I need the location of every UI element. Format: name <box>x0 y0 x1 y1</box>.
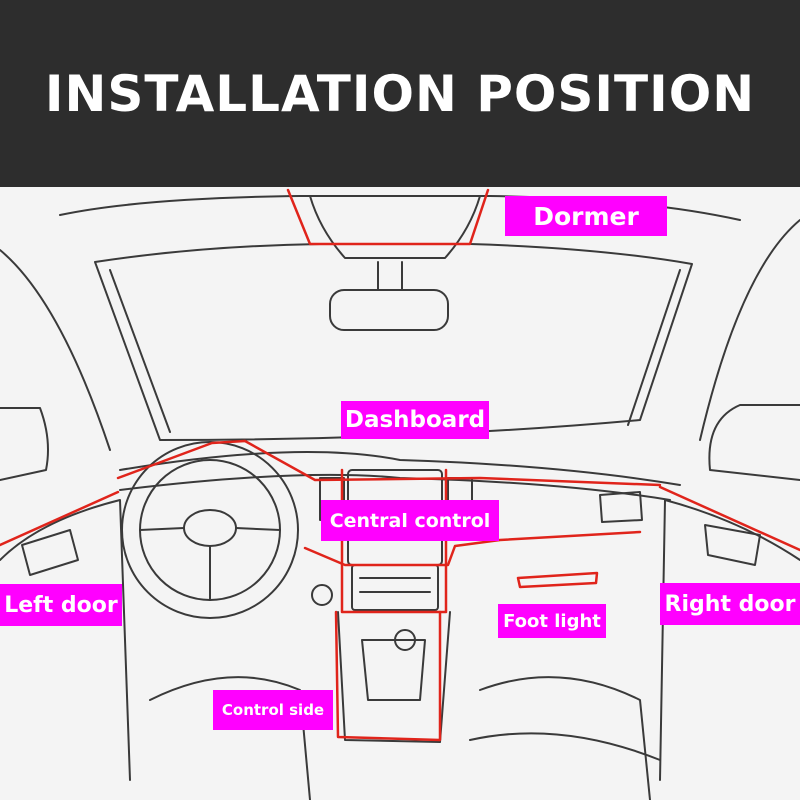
start-button <box>311 584 333 606</box>
left-a-pillar <box>109 269 171 433</box>
left-door-panel <box>0 499 131 781</box>
dashboard-top <box>119 451 681 486</box>
rear-view-mirror <box>329 289 449 331</box>
overhead-console <box>309 195 481 259</box>
left-window-frame <box>0 249 111 451</box>
label-central-control: Central control <box>321 500 499 541</box>
driver-seat <box>149 676 311 800</box>
title-banner: INSTALLATION POSITION <box>0 0 800 187</box>
right-a-pillar <box>627 269 681 426</box>
center-console <box>337 611 451 743</box>
ambient-light-lines <box>0 188 800 742</box>
gear-knob <box>394 629 416 651</box>
sketch-lines <box>0 195 800 800</box>
central-control-light-line <box>303 530 642 567</box>
label-left-door: Left door <box>0 584 122 626</box>
control-side-light-line <box>334 610 442 742</box>
gear-shifter-area <box>361 639 426 701</box>
foot-light-line <box>516 571 599 589</box>
screen-surround-light-line <box>340 468 448 614</box>
steering-wheel-rim <box>121 441 299 619</box>
climate-panel <box>351 564 439 611</box>
left-side-mirror <box>0 407 49 481</box>
roof-line <box>59 195 741 221</box>
right-door-panel <box>659 499 800 781</box>
right-door-handle <box>704 524 761 566</box>
mirror-stem <box>377 261 403 291</box>
passenger-seat <box>479 676 651 800</box>
climate-buttons <box>359 577 431 593</box>
right-window-frame <box>699 219 800 441</box>
label-control-side: Control side <box>213 690 333 730</box>
steering-wheel-hub <box>183 509 237 547</box>
left-door-handle <box>21 529 79 576</box>
left-door-light-line <box>0 490 120 547</box>
passenger-seat-cushion <box>469 732 661 761</box>
right-vent <box>599 491 643 523</box>
right-door-light-line <box>658 485 800 552</box>
label-right-door: Right door <box>660 583 800 625</box>
label-dashboard: Dashboard <box>341 401 489 439</box>
page-title: INSTALLATION POSITION <box>44 64 756 123</box>
dormer-light-line <box>286 188 490 246</box>
steering-wheel-spokes <box>139 527 281 601</box>
car-interior-sketch <box>0 187 800 800</box>
dashboard-light-line <box>116 439 662 487</box>
label-foot-light: Foot light <box>498 604 606 638</box>
car-interior-drawing <box>0 188 800 800</box>
label-dormer: Dormer <box>505 196 667 236</box>
right-side-mirror <box>708 404 800 481</box>
